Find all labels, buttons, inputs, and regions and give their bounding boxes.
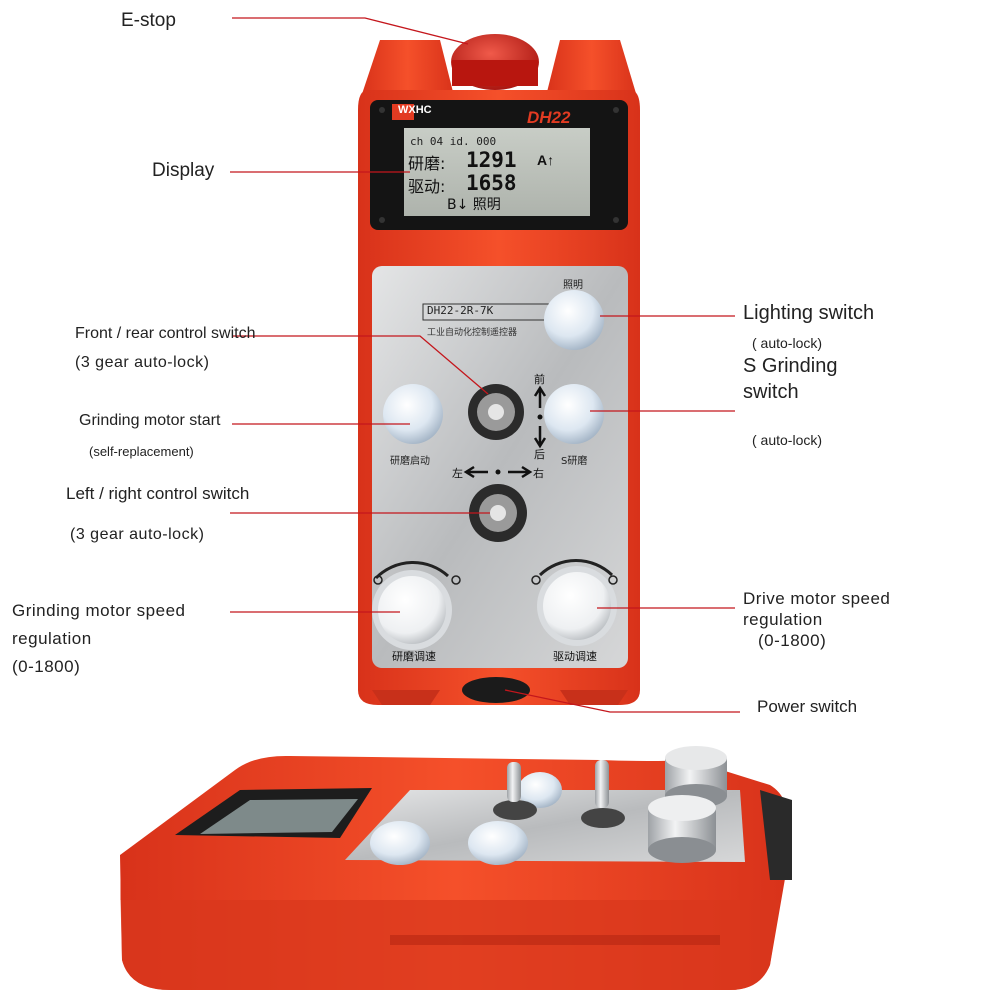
estop-callout: E-stop — [121, 10, 176, 31]
s-grind-button-shape — [544, 384, 604, 444]
drive-speed-callout-line1: Drive motor speed — [743, 589, 891, 608]
left-right-callout-sub: (3 gear auto-lock) — [70, 526, 205, 543]
drive-speed-callout-line3: (0-1800) — [758, 631, 827, 650]
lighting-button-shape — [544, 290, 604, 350]
lcd-status-line: ch 04 id. 000 — [410, 135, 497, 148]
grinding-start-callout-sub: (self-replacement) — [89, 444, 194, 459]
lcd-row3: B↓ 照明 — [447, 197, 501, 213]
brand-logo — [392, 104, 414, 120]
direction-back-label: 后 — [534, 448, 545, 461]
grinding-speed-callout-line2: regulation — [12, 629, 92, 648]
grind-speed-knob-label: 研磨调速 — [392, 650, 436, 663]
brand-logo-text: WXHC — [398, 104, 432, 116]
drive-speed-callout-line2: regulation — [743, 610, 823, 629]
lcd-row1-flag: A↑ — [537, 152, 555, 168]
grinding-speed-callout-line3: (0-1800) — [12, 657, 81, 676]
lcd-row2-label: 驱动: — [408, 177, 446, 196]
s-grinding-callout-line2: switch — [743, 381, 799, 403]
lcd-row1-value: 1291 — [466, 148, 517, 172]
s-grinding-callout-sub: ( auto-lock) — [752, 432, 823, 448]
lcd-screen — [404, 128, 590, 216]
left-right-callout: Left / right control switch — [66, 484, 250, 503]
grinding-start-callout: Grinding motor start — [79, 412, 221, 429]
direction-right-label: 右 — [533, 467, 544, 480]
s-grinding-callout-line1: S Grinding — [743, 355, 838, 377]
direction-left-label: 左 — [452, 467, 463, 480]
drive-speed-knob-label: 驱动调速 — [553, 650, 597, 663]
front-rear-callout: Front / rear control switch — [75, 325, 256, 342]
front-rear-callout-sub: (3 gear auto-lock) — [75, 354, 210, 371]
drive-speed-knob-shape — [543, 572, 611, 640]
grinding-speed-callout-line1: Grinding motor speed — [12, 601, 186, 620]
direction-front-label: 前 — [534, 373, 545, 386]
lcd-row2-value: 1658 — [466, 171, 517, 195]
display-callout: Display — [152, 160, 215, 181]
lighting-callout-sub: ( auto-lock) — [752, 335, 823, 351]
grind-start-button-shape — [383, 384, 443, 444]
s-grind-button-label: S研磨 — [561, 456, 588, 467]
plate-sub-label: 工业自动化控制遥控器 — [427, 328, 518, 338]
lighting-callout: Lighting switch — [743, 302, 875, 324]
grind-speed-knob-shape — [378, 576, 446, 644]
power-switch-shape — [462, 677, 530, 703]
plate-model-label: DH22-2R-7K — [427, 304, 494, 317]
grind-start-button-label: 研磨启动 — [390, 456, 430, 467]
model-label: DH22 — [527, 108, 571, 127]
power-switch-callout: Power switch — [757, 697, 858, 716]
lighting-button-label: 照明 — [563, 280, 583, 291]
lcd-row1-label: 研磨: — [408, 154, 446, 173]
